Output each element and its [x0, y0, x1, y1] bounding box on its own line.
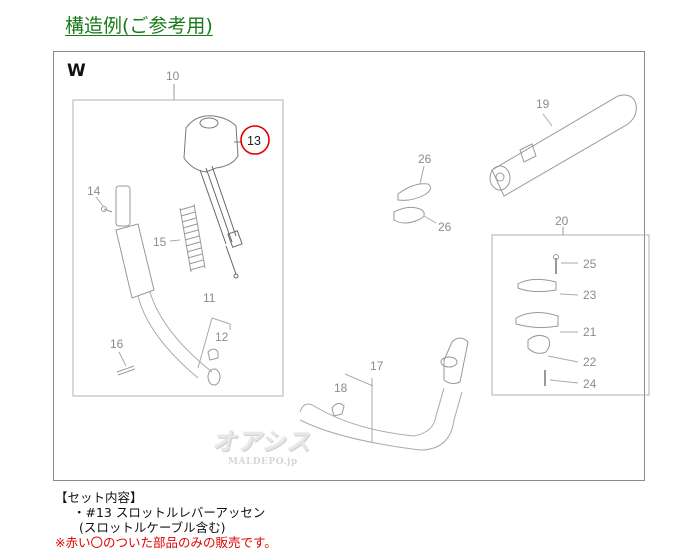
diagram-frame: [53, 51, 645, 481]
set-item-line1: ・#13 スロットルレバーアッセン: [73, 505, 266, 520]
callout-26-upper: 26: [418, 152, 432, 166]
callout-14: 14: [87, 184, 101, 198]
set-item-line2: (スロットルケーブル含む): [79, 520, 226, 535]
callout-21: 21: [583, 325, 597, 339]
callout-10: 10: [166, 69, 180, 83]
watermark-sub: MALDEPO.jp: [228, 457, 298, 467]
set-contents-heading: 【セット内容】: [55, 490, 143, 505]
callout-22: 22: [583, 355, 597, 369]
callout-25: 25: [583, 257, 597, 271]
callout-26-lower: 26: [438, 220, 452, 234]
highlight-circle-13: [240, 125, 270, 155]
callout-17: 17: [370, 359, 384, 373]
section-label: W: [67, 61, 86, 81]
callout-19: 19: [536, 97, 550, 111]
callout-24: 24: [583, 377, 597, 391]
callout-15: 15: [153, 235, 167, 249]
watermark-logo: オアシス: [212, 428, 312, 456]
callout-12: 12: [215, 330, 229, 344]
set-contents: 【セット内容】 ・#13 スロットルレバーアッセン (スロットルケーブル含む) …: [55, 490, 277, 550]
page-title: 構造例(ご参考用): [65, 15, 213, 37]
callout-13: 13: [247, 134, 261, 148]
sale-note: ※赤い〇のついた部品のみの販売です。: [55, 535, 277, 550]
callout-23: 23: [583, 288, 597, 302]
callout-18: 18: [334, 381, 348, 395]
callout-20: 20: [555, 214, 569, 228]
callout-16: 16: [110, 337, 124, 351]
callout-11: 11: [203, 291, 216, 305]
